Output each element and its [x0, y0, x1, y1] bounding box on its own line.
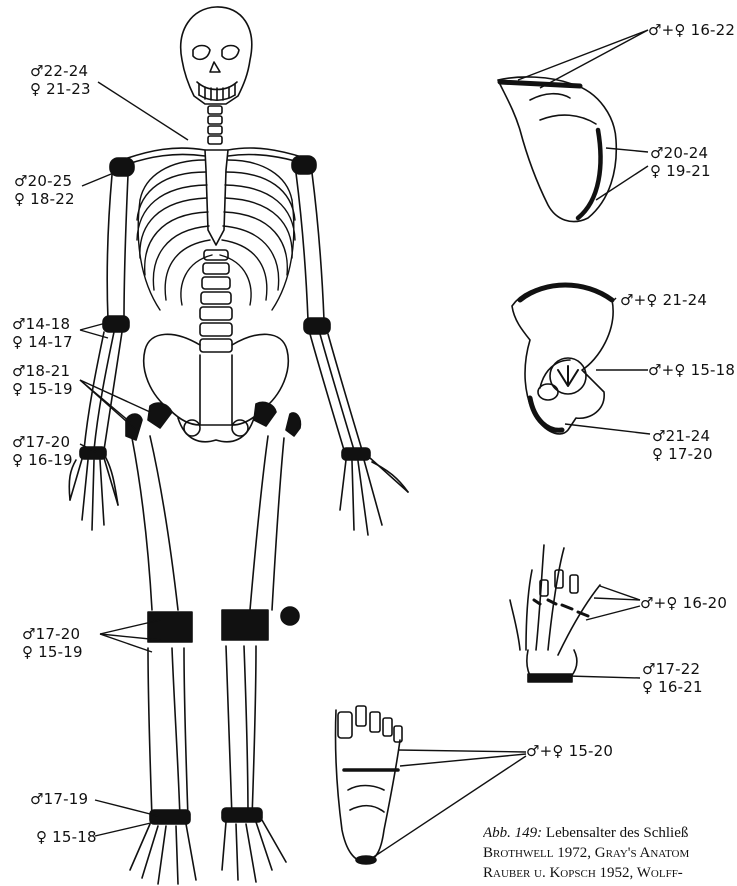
label-knee: ♂17-20♀ 15-19 — [22, 625, 83, 661]
label-hand-phalanges: ♂+♀ 16-20 — [640, 594, 727, 612]
foot-diagram — [335, 706, 402, 864]
label-hip: ♂18-21♀ 15-19 — [12, 362, 73, 398]
leader-lines — [80, 30, 650, 858]
skull — [181, 7, 252, 104]
caption-line1: Lebensalter des Schließ — [542, 825, 688, 841]
label-ankle-female: ♀ 15-18 — [36, 828, 97, 846]
caption-line2: Brothwell 1972, Gray's Anatom — [483, 843, 737, 863]
right-leg — [222, 436, 299, 882]
figure-caption: Abb. 149: Lebensalter des Schließ Brothw… — [483, 823, 737, 883]
label-scapula-top: ♂+♀ 16-22 — [648, 21, 735, 39]
left-trochanter — [126, 414, 142, 440]
label-scapula-border: ♂20-24♀ 19-21 — [650, 144, 711, 180]
label-elbow: ♂14-18♀ 14-17 — [12, 315, 73, 351]
left-arm — [69, 158, 134, 530]
label-clavicle: ♂22-24♀ 21-23 — [30, 62, 91, 98]
label-ankle-male: ♂17-19 — [30, 790, 88, 808]
label-shoulder: ♂20-25♀ 18-22 — [14, 172, 75, 208]
hip-bone-diagram — [512, 285, 613, 434]
hand-diagram — [510, 545, 600, 682]
label-ischium: ♂21-24♀ 17-20 — [652, 427, 713, 463]
right-trochanter — [286, 413, 300, 436]
label-iliac-crest: ♂+♀ 21-24 — [620, 291, 707, 309]
left-hip-epiphysis — [148, 403, 172, 428]
label-radius-distal: ♂17-22♀ 16-21 — [642, 660, 703, 696]
cervical-spine — [208, 106, 222, 144]
label-foot: ♂+♀ 15-20 — [526, 742, 613, 760]
label-acetabulum: ♂+♀ 15-18 — [648, 361, 735, 379]
scapula-diagram — [498, 77, 616, 222]
right-hip-epiphysis — [254, 402, 276, 426]
lumbar-spine — [200, 250, 232, 352]
right-arm — [292, 156, 408, 535]
left-leg — [130, 436, 196, 884]
rib-cage — [137, 160, 295, 310]
caption-line3: Rauber u. Kopsch 1952, Wolff- — [483, 863, 737, 883]
caption-figure-number: Abb. 149: — [483, 825, 542, 841]
label-wrist: ♂17-20♀ 16-19 — [12, 433, 73, 469]
